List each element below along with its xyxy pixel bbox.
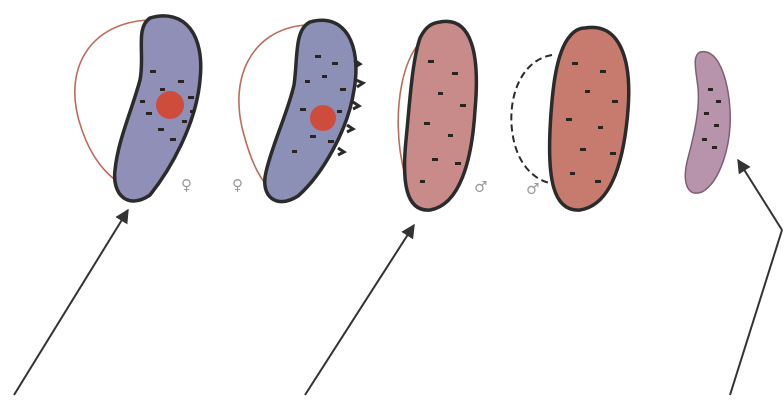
cell-body bbox=[405, 21, 477, 210]
pointer-arrow-2 bbox=[305, 225, 414, 395]
stage-4-mark: ♂ bbox=[526, 180, 539, 198]
pointer-arrow-3-tail bbox=[738, 160, 782, 230]
stage-3-mark: ♂ bbox=[474, 178, 487, 196]
parasite-stage-3 bbox=[398, 21, 476, 210]
pointer-arrow-3 bbox=[730, 230, 782, 395]
parasite-stage-1 bbox=[75, 16, 201, 201]
pointer-arrow-1 bbox=[14, 210, 128, 395]
parasite-stage-5 bbox=[685, 52, 730, 194]
cell-body bbox=[265, 20, 356, 201]
nucleus bbox=[156, 91, 184, 119]
cell-body bbox=[685, 52, 730, 194]
membrane-arc bbox=[511, 55, 552, 183]
stage-2-mark: ♀ bbox=[232, 176, 243, 194]
stage-1-mark: ♀ bbox=[181, 176, 192, 194]
cell-body bbox=[550, 27, 629, 210]
nucleus bbox=[310, 105, 336, 131]
parasite-stage-2 bbox=[239, 20, 363, 201]
